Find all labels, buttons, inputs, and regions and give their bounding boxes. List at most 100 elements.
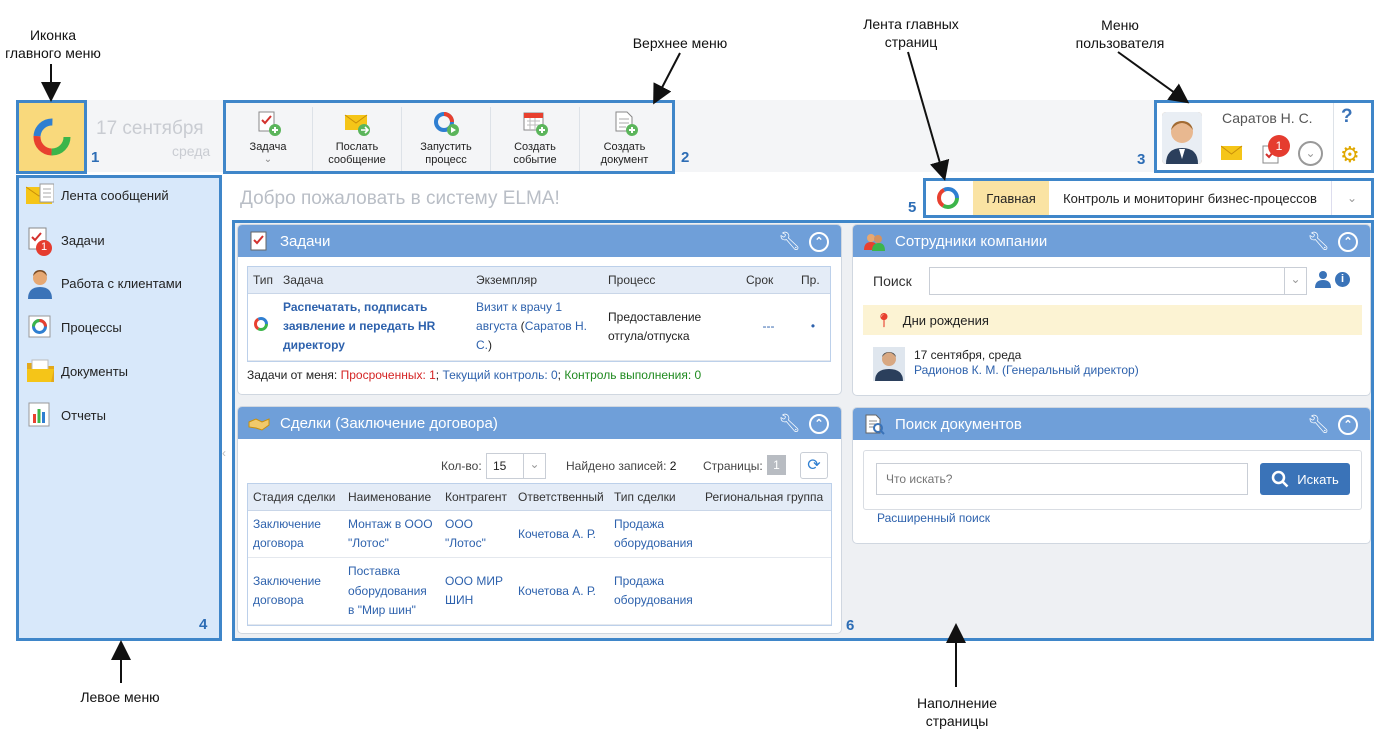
table-header-row: Стадия сделки Наименование Контрагент От… bbox=[248, 484, 831, 511]
ribbon-more-icon[interactable]: ⌄ bbox=[1331, 179, 1372, 217]
column-header[interactable]: Стадия сделки bbox=[248, 484, 343, 511]
found-records: Найдено записей: 2 bbox=[566, 459, 676, 473]
column-header[interactable]: Региональная группа bbox=[700, 484, 831, 511]
wrench-icon[interactable]: 🔧︎ bbox=[1307, 414, 1330, 434]
column-header[interactable]: Контрагент bbox=[440, 484, 513, 511]
column-header[interactable]: Пр. bbox=[796, 267, 830, 294]
avatar[interactable] bbox=[1162, 112, 1202, 164]
column-header[interactable]: Тип bbox=[248, 267, 279, 294]
tasks-table: Тип Задача Экземпляр Процесс Срок Пр. Ра… bbox=[247, 266, 831, 362]
chevron-down-icon[interactable]: ⌄ bbox=[1284, 268, 1306, 294]
doc-search-input[interactable] bbox=[876, 463, 1248, 495]
create-task-button[interactable]: Задача ⌄ bbox=[224, 107, 313, 173]
birthday-date: 17 сентября, среда bbox=[914, 348, 1022, 362]
user-name[interactable]: Саратов Н. С. bbox=[1222, 110, 1313, 126]
info-icon[interactable]: i bbox=[1335, 272, 1350, 287]
pages-label: Страницы: bbox=[703, 459, 763, 473]
wrench-icon[interactable]: 🔧︎ bbox=[778, 413, 801, 433]
sidebar-item-tasks[interactable]: 1 Задачи bbox=[26, 226, 105, 256]
birthday-person-link[interactable]: Радионов К. М. (Генеральный директор) bbox=[914, 363, 1139, 377]
column-header[interactable]: Экземпляр bbox=[471, 267, 604, 294]
wrench-icon[interactable]: 🔧︎ bbox=[1307, 231, 1330, 251]
column-header[interactable]: Ответственный bbox=[513, 484, 609, 511]
ribbon-logo-icon[interactable] bbox=[923, 179, 973, 217]
tab-main[interactable]: Главная bbox=[973, 179, 1049, 217]
partner-cell[interactable]: ООО"Лотос" bbox=[440, 510, 513, 559]
sidebar-item-clients[interactable]: Работа с клиентами bbox=[26, 269, 182, 299]
name-cell[interactable]: Монтаж в ООО"Лотос" bbox=[343, 510, 440, 559]
page-number-button[interactable]: 1 bbox=[767, 455, 786, 475]
owner-cell[interactable]: Кочетова А. Р. bbox=[513, 510, 609, 559]
tasks-badge: 1 bbox=[1268, 135, 1290, 157]
column-header[interactable]: Срок bbox=[741, 267, 797, 294]
collapse-icon[interactable]: ⌃ bbox=[1338, 231, 1358, 252]
owner-cell[interactable]: Кочетова А. Р. bbox=[513, 557, 609, 625]
top-menu: Задача ⌄ Послать сообщение Запустить про… bbox=[224, 101, 675, 173]
chevron-down-icon[interactable]: ⌄ bbox=[263, 153, 273, 165]
tab-process-control[interactable]: Контроль и мониторинг бизнес-процессов bbox=[1063, 190, 1317, 206]
header-weekday: среда bbox=[172, 143, 211, 159]
avatar[interactable] bbox=[873, 347, 905, 381]
collapse-icon[interactable]: ⌃ bbox=[1338, 414, 1358, 435]
create-event-label-1: Создать bbox=[514, 141, 556, 153]
collapse-icon[interactable]: ⌃ bbox=[809, 413, 829, 434]
process-icon bbox=[26, 313, 54, 341]
sidebar-item-documents[interactable]: Документы bbox=[26, 357, 128, 385]
wrench-icon[interactable]: 🔧︎ bbox=[778, 231, 801, 251]
column-header[interactable]: Задача bbox=[278, 267, 472, 294]
column-header[interactable]: Тип сделки bbox=[609, 484, 700, 511]
collapse-icon[interactable]: ⌃ bbox=[809, 231, 829, 252]
folder-icon bbox=[26, 357, 54, 385]
document-icon bbox=[611, 109, 639, 137]
search-button[interactable]: Искать bbox=[1260, 463, 1350, 495]
column-header[interactable]: Процесс bbox=[603, 267, 742, 294]
tasks-portlet-header: Задачи 🔧︎ ⌃ bbox=[238, 225, 841, 257]
gear-icon[interactable]: ⚙ bbox=[1340, 142, 1360, 167]
sidebar-item-reports[interactable]: Отчеты bbox=[26, 401, 106, 429]
messages-icon[interactable] bbox=[1220, 145, 1243, 164]
create-event-button[interactable]: Создать событие bbox=[491, 107, 580, 173]
page-size-select[interactable]: 15 ⌄ bbox=[486, 453, 546, 479]
refresh-icon[interactable]: ⟳ bbox=[800, 452, 828, 479]
current-control-link[interactable]: Текущий контроль: 0 bbox=[442, 367, 558, 382]
doc-search-portlet: Поиск документов 🔧︎⌃ Искать Расширенный … bbox=[852, 407, 1371, 544]
help-icon[interactable]: ? bbox=[1341, 106, 1353, 127]
region-cell bbox=[700, 510, 831, 559]
collapse-left-menu-icon[interactable]: ‹ bbox=[222, 446, 226, 460]
send-message-button[interactable]: Послать сообщение bbox=[313, 107, 402, 173]
priority-cell: • bbox=[796, 293, 830, 361]
execution-control-link[interactable]: Контроль выполнения: 0 bbox=[564, 367, 702, 382]
page-size-value: 15 bbox=[493, 459, 507, 473]
start-process-button[interactable]: Запустить процесс bbox=[402, 107, 491, 173]
client-person-icon bbox=[26, 269, 54, 299]
main-menu-logo[interactable] bbox=[17, 101, 87, 173]
portlet-title: Задачи bbox=[280, 232, 331, 250]
employee-search-input[interactable]: ⌄ bbox=[929, 267, 1307, 295]
overdue-link[interactable]: Просроченных: 1 bbox=[340, 367, 436, 382]
found-value: 2 bbox=[669, 459, 677, 473]
sidebar-item-feed[interactable]: Лента сообщений bbox=[25, 181, 169, 209]
create-document-button[interactable]: Создать документ bbox=[580, 107, 669, 173]
sidebar-item-processes[interactable]: Процессы bbox=[26, 313, 122, 341]
user-dropdown-icon[interactable]: ⌄ bbox=[1298, 141, 1323, 166]
column-header[interactable]: Наименование bbox=[343, 484, 440, 511]
tasks-footer: Задачи от меня: Просроченных: 1; Текущий… bbox=[247, 367, 702, 382]
callout-2: 2 bbox=[681, 149, 690, 166]
search-button-label: Искать bbox=[1297, 471, 1339, 487]
employees-portlet: Сотрудники компании 🔧︎⌃ Поиск ⌄ i 📍︎ Дни… bbox=[852, 224, 1371, 396]
birthdays-label: Дни рождения bbox=[902, 312, 989, 328]
advanced-search-link[interactable]: Расширенный поиск bbox=[877, 511, 990, 525]
person-icon[interactable] bbox=[1315, 270, 1331, 291]
